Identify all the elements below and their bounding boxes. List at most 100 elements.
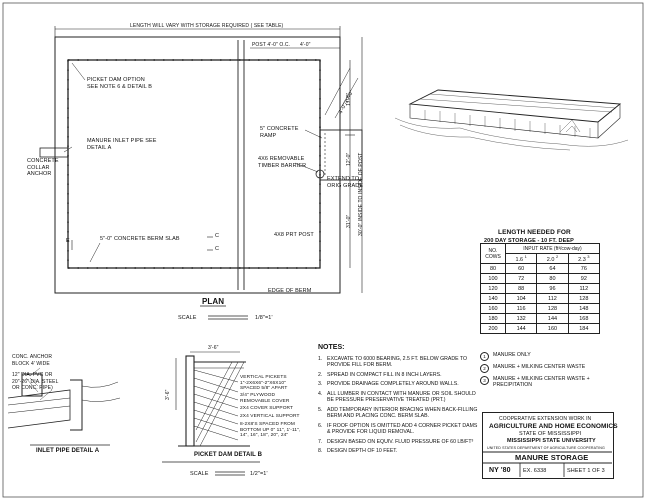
inside-post-dimension: 30'-0" INSIDE TO INSIDE OF POST [358,152,364,236]
table-title-1: LENGTH NEEDED FOR [498,229,571,236]
length-cell: 128 [536,303,569,314]
note-item: 2.SPREAD IN COMPACT FILL IN 8 INCH LAYER… [318,371,442,378]
note-text: DESIGN BASED ON EQUIV. FLUID PRESSURE OF… [327,438,474,445]
note-item: 5.ADD TEMPORARY INTERIOR BRACING WHEN BA… [318,406,478,420]
vertical-pickets-note: VERTICAL PICKETS 1"-2x6x6"-2"x6x10" SPAC… [240,375,288,392]
length-cell: 64 [536,263,569,274]
table-title-2: 200 DAY STORAGE - 10 ft. DEEP [484,238,574,244]
berm-slab-note: 5"-0" CONCRETE BERM SLAB [100,236,180,242]
detail-b-top-dimension: 3'-6" [208,345,219,351]
detail-b-scale-label: SCALE [190,471,209,477]
note-item: 8.DESIGN DEPTH OF 10 FEET. [318,448,398,454]
manure-inlet-note: MANURE INLET PIPE SEE DETAIL A [87,138,157,151]
title-block-line-2: AGRICULTURE AND HOME ECONOMICS [489,423,618,430]
length-cell: 148 [567,303,601,314]
rate-mark: 1 [524,254,527,260]
plan-title: PLAN [202,297,225,306]
length-cell: 92 [567,273,601,284]
length-cell: 60 [504,263,538,274]
edge-of-berm-label: EDGE OF BERM [268,288,312,294]
pipe-note: 12" DIA. PVC OR 20"-26" DIA. STEEL OR CO… [12,372,59,391]
detail-b-scale-ratio: 1/2"=1' [250,471,268,477]
concrete-ramp-note: 5" CONCRETE RAMP [260,126,299,139]
legend-text: MANURE + MILKING CENTER WASTE + PRECIPIT… [493,376,590,388]
cows-cell: 180 [480,313,506,324]
dimension-12ft: 12'-0" [346,152,352,166]
title-block-line-5: UNITED STATES DEPARTMENT OF AGRICULTURE … [487,446,605,450]
length-table: NO. COWS INPUT RATE (ft³/cow-day) 1.6 1 … [480,243,601,334]
col-head-cows: NO. COWS [480,243,506,264]
general-notes: NOTES: 1.EXCAVATE TO 6000 BEARING, 2.5 f… [318,344,478,458]
note-text: IF ROOF OPTION IS OMITTED ADD 4 CORNER P… [327,422,478,436]
cows-cell: 80 [480,263,506,274]
picket-dam-note: PICKET DAM OPTION SEE NOTE 6 & DETAIL B [87,77,153,90]
note-text: PROVIDE DRAINAGE COMPLETELY AROUND WALLS… [327,381,459,387]
rate-cell: 1.6 1 [504,253,538,264]
detail-a-title: INLET PIPE DETAIL A [36,448,100,454]
plan-scale-label: SCALE [178,315,197,321]
note-item: 4.ALL LUMBER IN CONTACT WITH MANURE OR S… [318,391,478,404]
cows-cell: 140 [480,293,506,304]
rate-value: 1.6 [515,256,524,263]
title-block-line-3: STATE OF MISSISSIPPI [519,431,582,437]
drawing-title: MANURE STORAGE [515,453,589,462]
rate-cell: 2.3 3 [567,253,601,264]
legend-number-circle: 3 [480,376,489,385]
note-text: EXCAVATE TO 6000 BEARING, 2.5 ft. BELOW … [327,355,468,369]
col-head-rate: INPUT RATE (ft³/cow-day) [505,243,600,254]
length-cell: 76 [567,263,601,274]
length-cell: 168 [567,313,601,324]
table-header-row: NO. COWS INPUT RATE (ft³/cow-day) [480,243,600,264]
concrete-collar-note: CONCRETE COLLAR ANCHOR [27,158,59,177]
length-cell: 112 [536,293,569,304]
picket-dam-detail-b [162,351,260,476]
detail-b-side-dimension: 3'-6" [165,389,171,400]
cows-cell: 120 [480,283,506,294]
boards-spacing-note: 8-2x8's SPACED FROM BOTTOM UP 0" 11", 1'… [240,422,301,439]
note-text: ALL LUMBER IN CONTACT WITH MANURE OR SOI… [327,390,476,404]
notes-heading: NOTES: [318,344,345,351]
length-cell: 88 [504,283,538,294]
legend-number-circle: 2 [480,364,489,373]
dimension-31ft: 31'-0" [346,214,352,228]
length-cell: 80 [536,273,569,284]
note-item: 1.EXCAVATE TO 6000 BEARING, 2.5 ft. BELO… [318,356,478,369]
rate-value: 2.0 [546,256,555,263]
section-marker-c-bottom: C [215,246,220,252]
length-cell: 104 [504,293,538,304]
length-cell: 184 [567,323,601,334]
vertical-support-note: 2x4 VERTICAL SUPPORT [240,414,300,419]
rate-cell: 2.0 2 [536,253,569,264]
length-cell: 128 [567,293,601,304]
legend-text: MANURE + MILKING CENTER WASTE [493,364,586,370]
length-cell: 116 [504,303,538,314]
note-item: 6.IF ROOF OPTION IS OMITTED ADD 4 CORNER… [318,422,478,436]
length-cell: 72 [504,273,538,284]
length-cell: 112 [567,283,601,294]
timber-barrier-note: 4x6 REMOVABLE TIMBER BARRIER [258,156,307,169]
length-cell: 144 [536,313,569,324]
extend-grade-note: EXTEND TO ORIG GRADE [327,176,364,189]
title-block-line-4: MISSISSIPPI STATE UNIVERSITY [507,438,596,444]
sheet-number: SHEET 1 OF 3 [567,468,605,474]
anchor-block-note: CONC. ANCHOR BLOCK 4' WIDE [12,354,53,367]
note-item: 3.PROVIDE DRAINAGE COMPLETELY AROUND WAL… [318,381,459,387]
barn-perspective-sketch [394,89,629,151]
length-cell: 144 [504,323,538,334]
detail-b-title: PICKET DAM DETAIL B [194,452,263,458]
cows-cell: 160 [480,303,506,314]
cows-cell: 200 [480,323,506,334]
section-marker-c-top: C [215,233,220,239]
legend-item: 2 MANURE + MILKING CENTER WASTE [480,364,620,373]
rate-mark: 2 [555,254,559,260]
legend-number-circle: 1 [480,352,489,361]
plywood-cover-note: 3/4" PLYWOOD REMOVABLE COVER [240,393,290,404]
